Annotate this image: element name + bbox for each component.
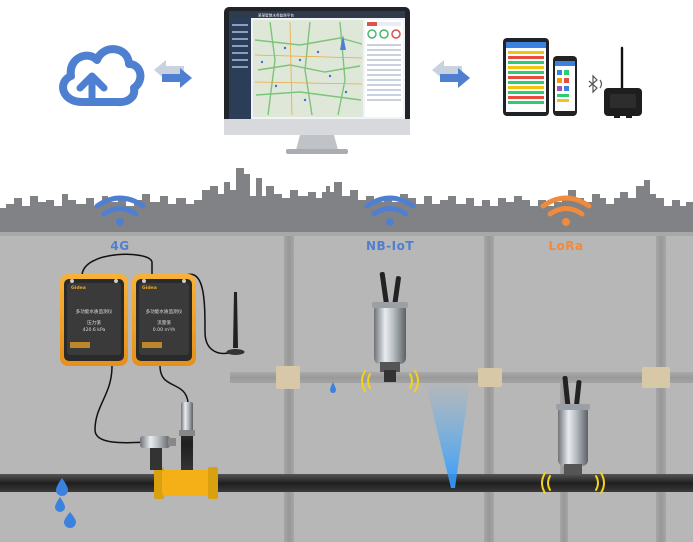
network-label-lora: LoRa bbox=[548, 239, 583, 253]
logger-reading-label: 压力值 bbox=[87, 319, 101, 326]
tablet-icon bbox=[503, 38, 549, 116]
leak-spray bbox=[425, 380, 470, 488]
logger-brand: Gidea bbox=[142, 285, 157, 291]
smartphone-icon bbox=[553, 56, 577, 116]
flow-sensor bbox=[140, 436, 176, 470]
wifi-signal-icon bbox=[94, 195, 592, 226]
logger-reading-value: 0.00 m³/h bbox=[153, 327, 176, 333]
logger-reading-value: 420.6 kPa bbox=[83, 327, 106, 333]
pressure-sensor bbox=[179, 402, 195, 436]
network-label-4g: 4G bbox=[110, 239, 129, 253]
monitor-title: 某某智慧水务监测平台 bbox=[258, 13, 294, 18]
monitor-dashboard-icon: 某某智慧水务监测平台 bbox=[224, 7, 410, 154]
antenna-icon bbox=[226, 292, 245, 355]
logger-brand: Gidea bbox=[71, 285, 86, 291]
logger-reading-label: 流量值 bbox=[157, 319, 171, 326]
bluetooth-icon bbox=[588, 74, 603, 94]
logger-title: 多功能水质监测仪 bbox=[76, 308, 113, 315]
sync-arrows-icon bbox=[432, 60, 470, 88]
lora-leak-sensor bbox=[556, 375, 590, 474]
data-logger-right: Gidea 多功能水质监测仪 流量值 0.00 m³/h bbox=[132, 274, 196, 366]
cloud-upload-icon bbox=[59, 45, 145, 107]
gateway-antenna-icon bbox=[604, 46, 642, 118]
nbiot-leak-sensor bbox=[372, 272, 408, 382]
logger-title: 多功能水质监测仪 bbox=[146, 308, 183, 315]
vibration-waves-icon bbox=[361, 370, 605, 494]
sync-arrows-icon bbox=[154, 60, 192, 88]
network-label-nbiot: NB-IoT bbox=[366, 239, 414, 253]
water-drop-icon bbox=[55, 382, 336, 528]
city-skyline bbox=[0, 168, 693, 232]
pipe-fitting bbox=[154, 467, 218, 499]
data-logger-left: Gidea 多功能水质监测仪 压力值 420.6 kPa bbox=[60, 274, 128, 366]
